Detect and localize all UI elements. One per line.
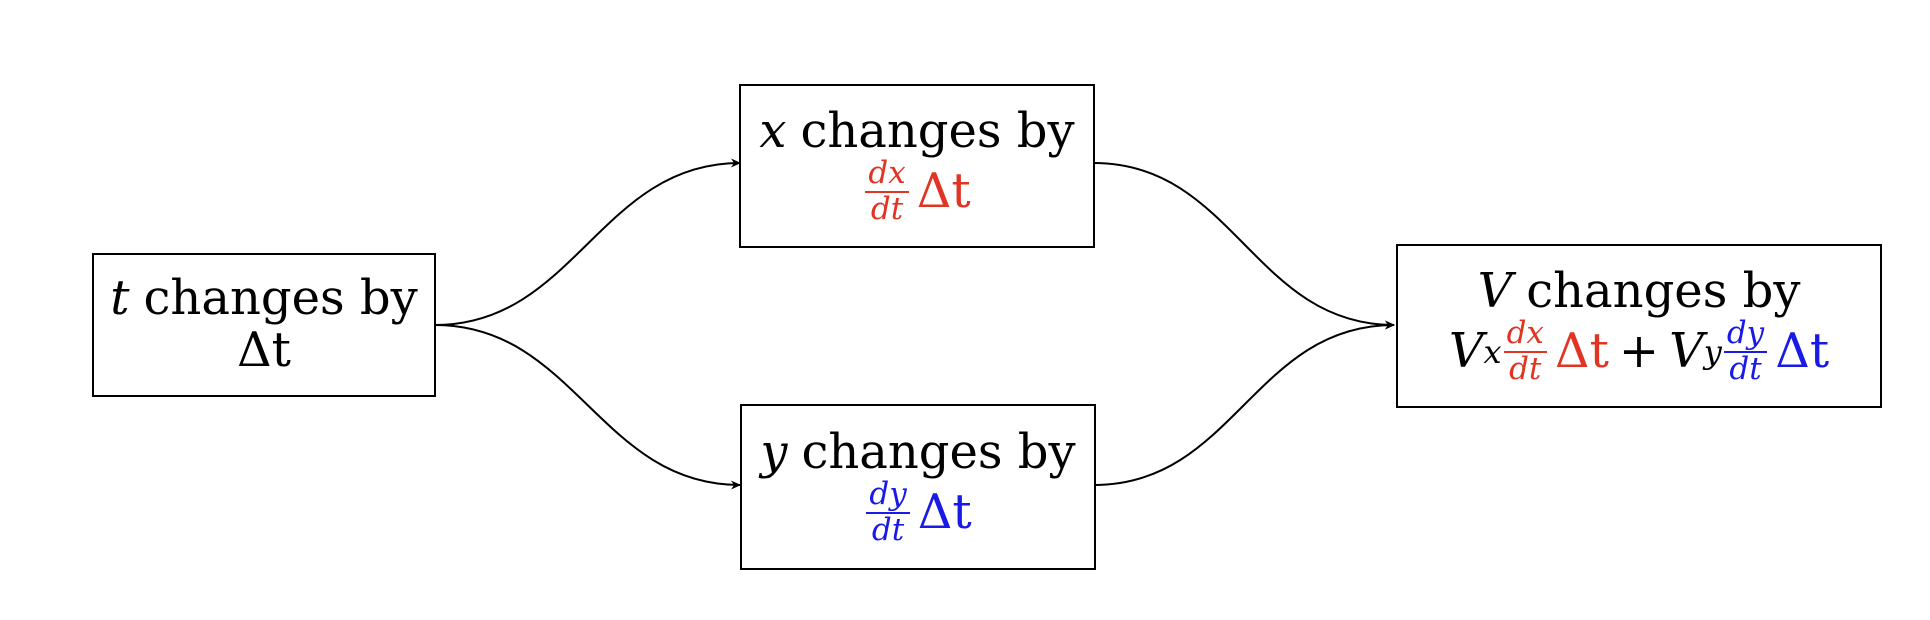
node-y-derivative-denominator: dt [871, 511, 905, 548]
node-v-vx-subscript: x [1483, 332, 1502, 371]
node-v-dy-dt: dy dt [1723, 318, 1768, 387]
node-x-label: changes by [800, 103, 1075, 160]
node-t: t changes by Δt [92, 253, 436, 397]
node-v-delta-y: Δt [1775, 322, 1830, 379]
arrow-x-to-v [1093, 162, 1395, 330]
node-y-label: changes by [801, 424, 1076, 481]
node-t-value: Δt [237, 322, 291, 378]
node-y-variable: y [760, 424, 788, 481]
node-v-label: changes by [1526, 263, 1801, 320]
node-v-vy-subscript: y [1703, 332, 1722, 371]
node-x-derivative: dx dt [865, 158, 909, 227]
node-t-variable: t [110, 270, 130, 327]
node-y-derivative: dy dt [866, 479, 910, 548]
node-v-dx-dt: dx dt [1503, 318, 1547, 387]
node-v-dx-dt-numerator: dx [1503, 318, 1547, 353]
node-t-label: changes by [143, 270, 418, 327]
node-v-variable: V [1477, 263, 1513, 320]
node-v-dy-dt-numerator: dy [1723, 318, 1768, 353]
node-y-line2: dy dt Δt [864, 479, 972, 548]
node-v-plus: + [1618, 322, 1660, 379]
node-v-vx: V [1448, 322, 1484, 379]
node-y-line1: y changes by [760, 427, 1075, 479]
arrow-y-to-v [1093, 320, 1395, 486]
node-v-delta-x: Δt [1554, 322, 1609, 379]
node-x-line2: dx dt Δt [863, 158, 971, 227]
node-x-derivative-denominator: dt [870, 190, 904, 227]
node-x-delta: Δt [916, 162, 971, 219]
node-x-derivative-numerator: dx [865, 158, 909, 193]
node-x-variable: x [759, 103, 787, 160]
node-v-dy-dt-denominator: dt [1729, 350, 1762, 387]
node-y-derivative-numerator: dy [866, 479, 910, 514]
node-v-line1: V changes by [1478, 266, 1801, 318]
arrow-t-to-y [434, 324, 741, 490]
node-y: y changes by dy dt Δt [740, 404, 1096, 570]
node-v-dx-dt-denominator: dt [1509, 350, 1542, 387]
node-y-delta: Δt [917, 483, 972, 540]
arrow-t-to-x [434, 158, 741, 326]
node-v-vy: V [1669, 322, 1704, 379]
node-t-line2: Δt [237, 322, 291, 378]
node-t-line1: t changes by [110, 270, 418, 327]
node-x: x changes by dx dt Δt [739, 84, 1095, 248]
node-x-line1: x changes by [759, 106, 1074, 158]
